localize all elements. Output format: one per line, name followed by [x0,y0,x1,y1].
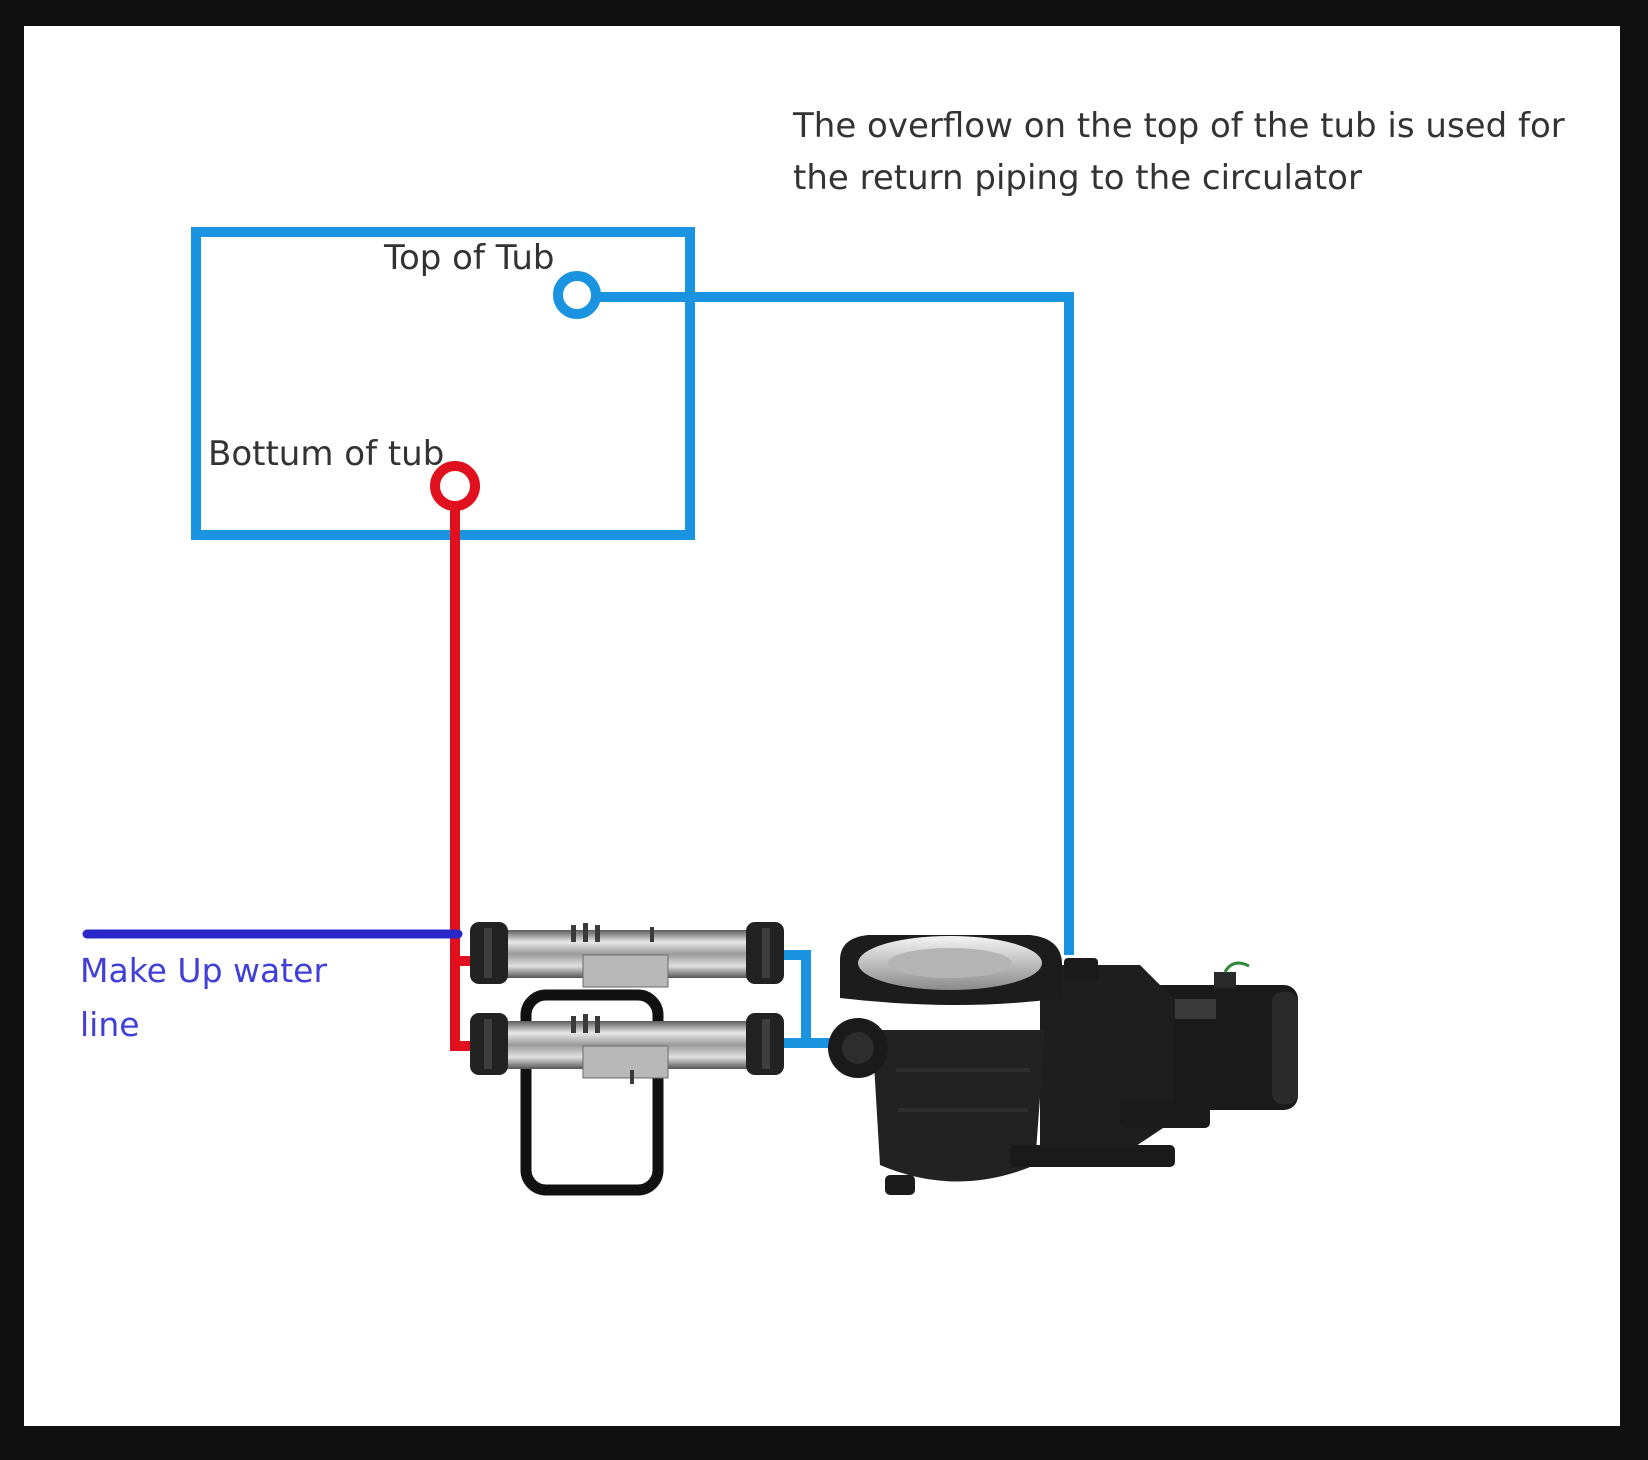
makeup-water-line-label: Make Up water line [80,951,328,1044]
spa-heater-icon [470,922,784,988]
top-of-tub-label: Top of Tub [384,238,555,278]
heater-to-pump-pipe [770,950,850,1048]
bottom-of-tub-fitting-icon [430,461,480,511]
canvas-background [24,26,1620,1426]
bottom-of-tub-label: Bottum of tub [208,434,445,474]
bypass-loop-pipe [520,989,664,1196]
pool-pump-icon [828,935,1298,1195]
return-pipe [595,292,1074,955]
overflow-note: The overflow on the top of the tub is us… [793,106,1565,198]
tub-outline [191,227,695,540]
top-of-tub-fitting-icon [553,271,601,319]
spa-heater-icon [470,1013,784,1084]
